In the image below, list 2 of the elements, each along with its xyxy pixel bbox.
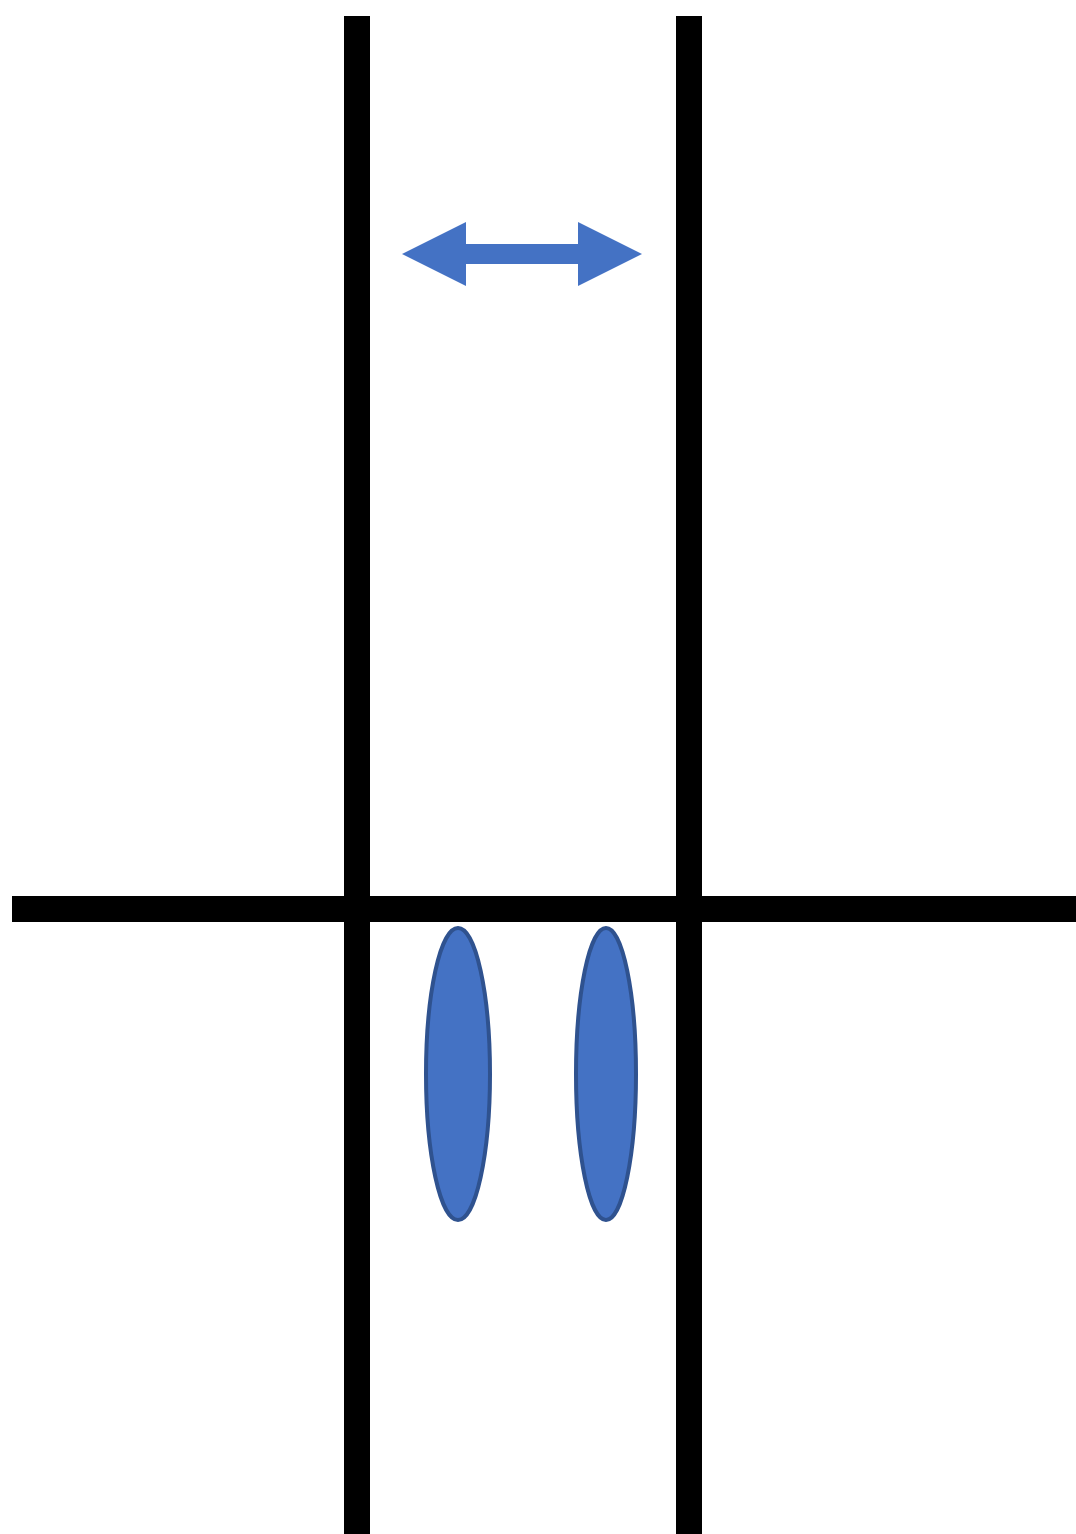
ellipse-particle xyxy=(424,926,492,1222)
ellipse-particle xyxy=(574,926,638,1222)
